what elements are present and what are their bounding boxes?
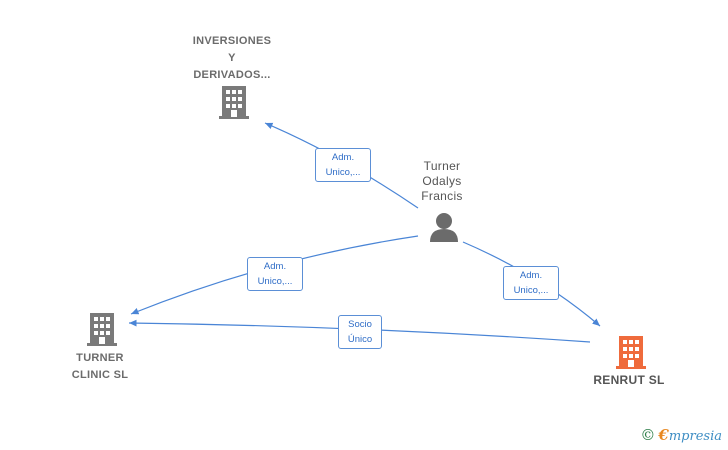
node-label-line: Y <box>228 52 236 64</box>
node-label-line: RENRUT SL <box>593 373 665 387</box>
node-label-person[interactable]: Turner Odalys Francis <box>402 159 482 204</box>
building-icon-main[interactable] <box>616 334 646 370</box>
node-label-line: INVERSIONES <box>192 35 272 47</box>
edge-label-person-to-inversiones[interactable]: Adm. Unico,... <box>315 148 371 182</box>
node-label-line: CLINIC SL <box>71 369 129 381</box>
node-label-line: DERIVADOS... <box>193 69 271 81</box>
edge-label-line: Adm. <box>263 261 287 272</box>
edge-label-line: Unico,... <box>325 167 361 178</box>
edge-label-person-to-renrut[interactable]: Adm. Unico,... <box>503 266 559 300</box>
edge-label-line: Único <box>347 334 373 345</box>
edge-label-line: Adm. <box>519 270 543 281</box>
brand-initial: € <box>658 426 669 444</box>
person-icon[interactable] <box>428 212 460 242</box>
edge-label-line: Unico,... <box>257 276 293 287</box>
node-label-turner-clinic[interactable]: TURNER CLINIC SL <box>55 350 145 384</box>
node-label-line: Odalys <box>422 174 462 188</box>
building-icon[interactable] <box>87 311 117 347</box>
edge-label-renrut-to-clinic[interactable]: Socio Único <box>338 315 382 349</box>
node-label-renrut[interactable]: RENRUT SL <box>576 372 682 389</box>
edge-label-line: Adm. <box>331 152 355 163</box>
node-label-line: TURNER <box>76 352 124 364</box>
edge-label-line: Socio <box>348 319 372 330</box>
building-icon[interactable] <box>219 84 249 120</box>
node-label-line: Francis <box>421 189 463 203</box>
node-label-inversiones[interactable]: INVERSIONES Y DERIVADOS... <box>172 33 292 84</box>
edge-label-line: Unico,... <box>513 285 549 296</box>
brand-name: mpresia <box>668 429 722 444</box>
node-label-line: Turner <box>423 159 461 173</box>
copyright-icon: © <box>640 426 656 444</box>
empresia-logo: ©€mpresia <box>640 426 722 444</box>
edge-label-person-to-clinic[interactable]: Adm. Unico,... <box>247 257 303 291</box>
